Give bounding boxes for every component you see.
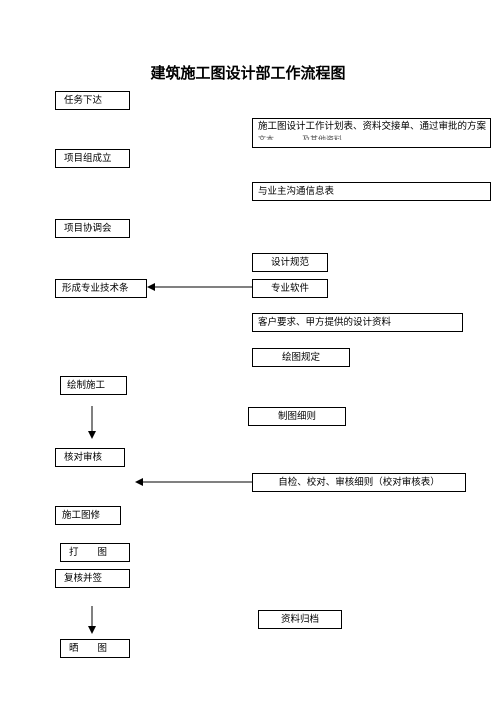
- diagram-title: 建筑施工图设计部工作流程图: [150, 64, 346, 82]
- step-recheck-sign: 复核并签: [55, 569, 130, 588]
- input-plan-documents-line2: 文本、、、、、、及其他资料: [258, 135, 342, 140]
- input-drafting-details: 制图细则: [248, 407, 346, 426]
- input-client-requirements: 客户要求、甲方提供的设计资料: [252, 313, 463, 332]
- input-plan-documents: 施工图设计工作计划表、资料交接单、通过审批的方案 文本、、、、、、及其他资料: [252, 118, 491, 148]
- step-task-issue: 任务下达: [55, 91, 130, 110]
- step-tech-conditions: 形成专业技术条: [55, 279, 147, 298]
- step-coordination-meeting: 项目协调会: [55, 219, 130, 238]
- step-check-review: 核对审核: [55, 448, 125, 467]
- input-plan-documents-line1: 施工图设计工作计划表、资料交接单、通过审批的方案: [258, 121, 487, 132]
- input-archive: 资料归档: [258, 610, 342, 629]
- step-draw-construction: 绘制施工: [60, 376, 127, 395]
- step-blueprint: 晒 图: [60, 639, 130, 658]
- step-team-setup: 项目组成立: [55, 149, 130, 168]
- input-drawing-rules: 绘图规定: [252, 348, 350, 367]
- step-drawing-revision: 施工图修: [55, 506, 121, 525]
- input-owner-communication: 与业主沟通信息表: [252, 182, 491, 201]
- step-print: 打 图: [60, 543, 130, 562]
- input-software: 专业软件: [252, 279, 328, 298]
- input-design-spec: 设计规范: [252, 253, 328, 272]
- input-check-details: 自检、校对、审核细则（校对审核表）: [252, 473, 466, 492]
